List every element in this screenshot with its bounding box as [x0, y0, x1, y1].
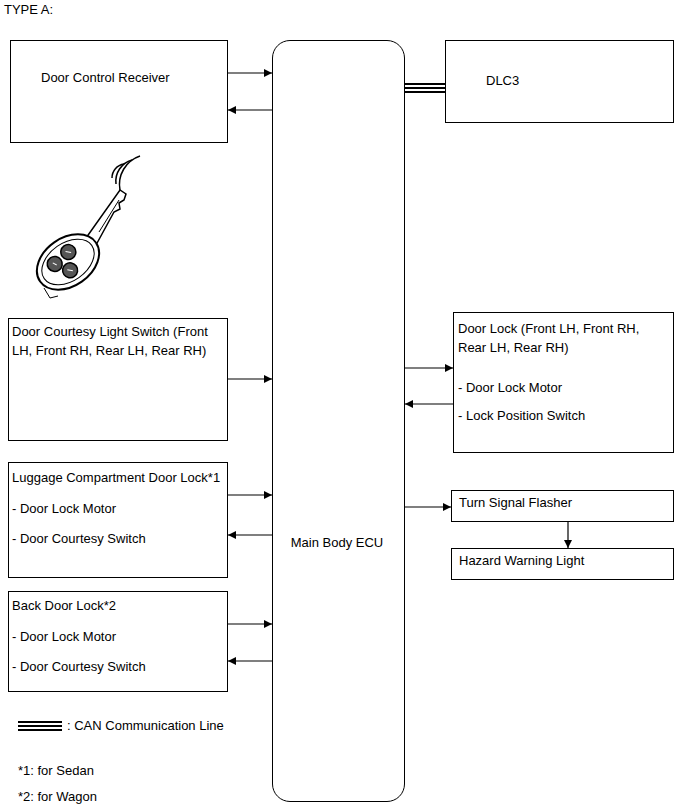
swatch-line: [18, 729, 62, 731]
swatch-line: [18, 725, 62, 727]
signal-arrow: [228, 73, 272, 74]
flasher-box: Turn Signal Flasher: [451, 490, 674, 522]
box-title: Turn Signal Flasher: [459, 493, 670, 512]
connector-path: [228, 109, 272, 110]
key-fob-illustration: [26, 156, 140, 301]
connector-path: [405, 83, 445, 85]
signal-arrow: [405, 507, 451, 508]
connector-path: [228, 72, 272, 73]
connector-path: [228, 494, 272, 495]
footnote: *1: for Sedan: [18, 763, 94, 779]
part-item: - Door Lock Motor: [12, 627, 224, 646]
box-title: Door Lock (Front LH, Front RH, Rear LH, …: [458, 319, 670, 357]
legend-entry: : CAN Communication Line: [18, 716, 224, 735]
signal-arrow: [228, 495, 272, 496]
connector-path: [228, 534, 272, 535]
box-title: Luggage Compartment Door Lock*1: [12, 468, 224, 487]
box-title: Main Body ECU: [273, 533, 401, 552]
connector-path: [405, 91, 445, 93]
signal-arrow: [568, 522, 569, 548]
signal-arrow: [405, 404, 453, 405]
door-lock-box: Door Lock (Front LH, Front RH, Rear LH, …: [453, 312, 674, 453]
swatch-line: [18, 721, 62, 723]
connector-path: [405, 367, 453, 368]
signal-arrow: [228, 110, 272, 111]
part-item: - Door Lock Motor: [458, 378, 670, 397]
connector-box: DLC3: [445, 40, 674, 123]
legend-swatch: [18, 718, 62, 734]
type-heading: TYPE A:: [4, 2, 53, 18]
switch-box: Door Courtesy Light Switch (Front LH, Fr…: [8, 318, 228, 441]
part-item: - Door Courtesy Switch: [12, 657, 224, 676]
signal-arrow: [228, 535, 272, 536]
box-title: DLC3: [486, 71, 670, 90]
ecu-box: Main Body ECU: [272, 40, 405, 802]
receiver-box: Door Control Receiver: [10, 40, 228, 143]
back-door-lock-box: Back Door Lock*2 - Door Lock Motor - Door …: [8, 591, 228, 692]
part-item: - Lock Position Switch: [458, 406, 670, 425]
connector-path: [405, 506, 451, 507]
box-title: Back Door Lock*2: [12, 596, 224, 615]
box-title: Door Courtesy Light Switch (Front LH, Fr…: [12, 322, 224, 360]
box-title: Door Control Receiver: [41, 68, 224, 87]
connector-path: [405, 403, 453, 404]
part-item: - Door Lock Motor: [12, 499, 224, 518]
can-bus-line: [405, 84, 445, 92]
signal-arrow: [228, 379, 272, 380]
connector-path: [405, 87, 445, 89]
signal-arrow: [228, 624, 272, 625]
connector-path: [228, 378, 272, 379]
connector-path: [228, 623, 272, 624]
signal-arrow: [228, 661, 272, 662]
box-title: Hazard Warning Light: [459, 551, 670, 570]
luggage-lock-box: Luggage Compartment Door Lock*1 - Door Lo…: [8, 462, 228, 578]
legend-text: : CAN Communication Line: [67, 716, 224, 735]
part-item: - Door Courtesy Switch: [12, 529, 224, 548]
connector-path: [228, 660, 272, 661]
footnote: *2: for Wagon: [18, 789, 97, 805]
hazard-light-box: Hazard Warning Light: [451, 548, 674, 580]
signal-arrow: [405, 368, 453, 369]
connector-path: [567, 522, 568, 548]
